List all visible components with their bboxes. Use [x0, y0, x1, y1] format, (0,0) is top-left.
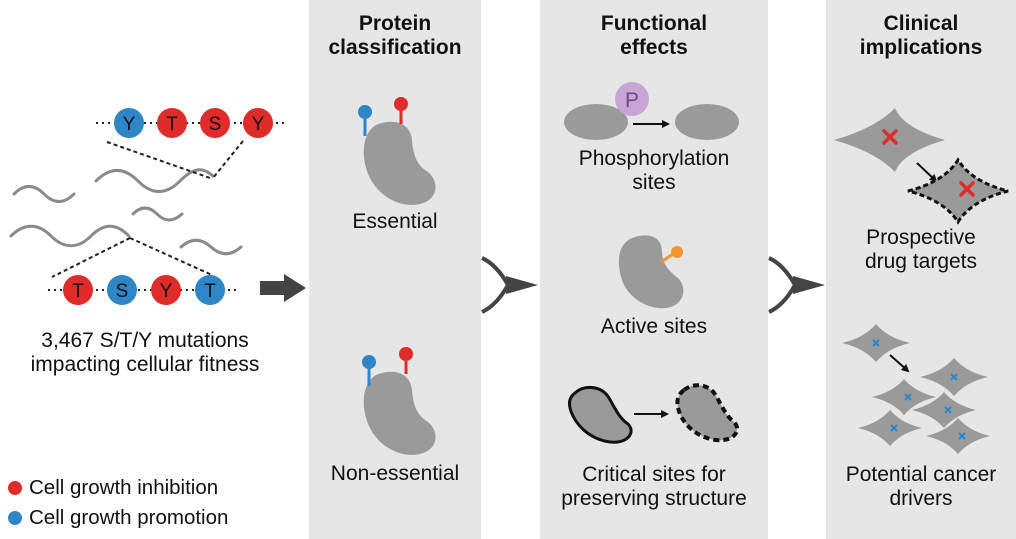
residue-letter: T — [72, 281, 84, 302]
label-line: Potential cancer — [845, 463, 997, 486]
label-essential: Essential — [352, 210, 438, 233]
heading-line: Clinical — [883, 12, 959, 35]
blue-dot-icon — [8, 511, 22, 525]
label-line: Phosphorylation — [578, 147, 730, 170]
heading-protein-classification: Protein classification — [309, 12, 481, 59]
mutation-x-icon — [890, 424, 898, 432]
residue-circle: Y — [114, 108, 144, 138]
cancer-driver-cells-icon — [842, 324, 990, 454]
mutation-x-icon — [872, 339, 880, 347]
residue-letter: T — [204, 281, 216, 302]
label-structure: Critical sites for preserving structure — [540, 463, 768, 510]
residue-circle: T — [157, 108, 187, 138]
mutation-summary: 3,467 S/T/Y mutations impacting cellular… — [0, 329, 290, 376]
zoom-lines — [51, 140, 244, 278]
strand — [12, 185, 76, 203]
label-line: Prospective — [866, 226, 976, 249]
label-line: sites — [632, 170, 676, 194]
red-dot-icon — [8, 481, 22, 495]
residue-circle: Y — [151, 275, 181, 305]
strand — [131, 206, 184, 222]
strand — [179, 238, 243, 256]
residue-letter: Y — [123, 114, 136, 135]
sequence-bottom: T S Y T — [48, 275, 240, 305]
strand — [9, 224, 131, 248]
residue-circle: T — [63, 275, 93, 305]
heading-clinical-implications: Clinical implications — [826, 12, 1016, 59]
legend-promotion: Cell growth promotion — [8, 506, 228, 530]
residue-letter: Y — [160, 281, 173, 302]
label-drug-targets: Prospective drug targets — [826, 226, 1016, 273]
residue-letter: T — [166, 114, 178, 135]
panel-clinical-implications — [826, 0, 1016, 539]
legend-label: Cell growth inhibition — [29, 476, 219, 499]
heading-line: Protein — [358, 12, 432, 35]
phosphorylation-icon: P — [564, 82, 739, 140]
mutation-x-icon — [904, 393, 912, 401]
drug-target-cell-icon — [834, 108, 1009, 225]
strand — [94, 168, 215, 193]
sequence-top: Y T S Y — [96, 108, 288, 138]
residue-circle: S — [200, 108, 230, 138]
heading-line: implications — [859, 35, 983, 59]
label-line: drivers — [889, 486, 953, 510]
residue-letter: Y — [252, 114, 265, 135]
residue-letter: S — [209, 114, 222, 135]
label-nonessential: Non-essential — [330, 462, 460, 485]
label-cancer-drivers: Potential cancer drivers — [826, 463, 1016, 510]
legend-label: Cell growth promotion — [29, 506, 229, 529]
residue-circle: Y — [243, 108, 273, 138]
label-line: Critical sites for — [582, 463, 726, 486]
legend-inhibition: Cell growth inhibition — [8, 476, 218, 500]
mutation-x-icon — [882, 129, 898, 145]
residue-letter: S — [116, 281, 129, 302]
mutation-x-icon — [959, 181, 975, 197]
label-line: preserving structure — [561, 486, 747, 510]
summary-line-2: impacting cellular fitness — [30, 352, 260, 376]
heading-line: classification — [328, 35, 462, 59]
label-active-sites: Active sites — [600, 315, 708, 338]
label-phosphorylation: Phosphorylation sites — [540, 147, 768, 194]
flow-arrow-icon — [260, 274, 306, 302]
residue-circle: S — [107, 275, 137, 305]
structure-disruption-icon — [568, 383, 740, 444]
heading-line: effects — [620, 35, 688, 59]
mutation-x-icon — [958, 432, 966, 440]
heading-line: Functional — [600, 12, 708, 35]
nonessential-protein-icon — [362, 347, 436, 455]
mrna-strands — [9, 168, 243, 256]
mutation-x-icon — [944, 406, 952, 414]
mutation-x-icon — [950, 373, 958, 381]
essential-protein-icon — [358, 97, 436, 205]
heading-functional-effects: Functional effects — [540, 12, 768, 59]
label-line: drug targets — [864, 249, 978, 273]
active-site-icon — [618, 235, 684, 309]
summary-line-1: 3,467 S/T/Y mutations — [41, 329, 249, 352]
residue-circle: T — [195, 275, 225, 305]
phospho-marker-text: P — [625, 89, 639, 112]
chevron-arrow-icon — [768, 256, 825, 314]
chevron-arrow-icon — [481, 256, 538, 314]
